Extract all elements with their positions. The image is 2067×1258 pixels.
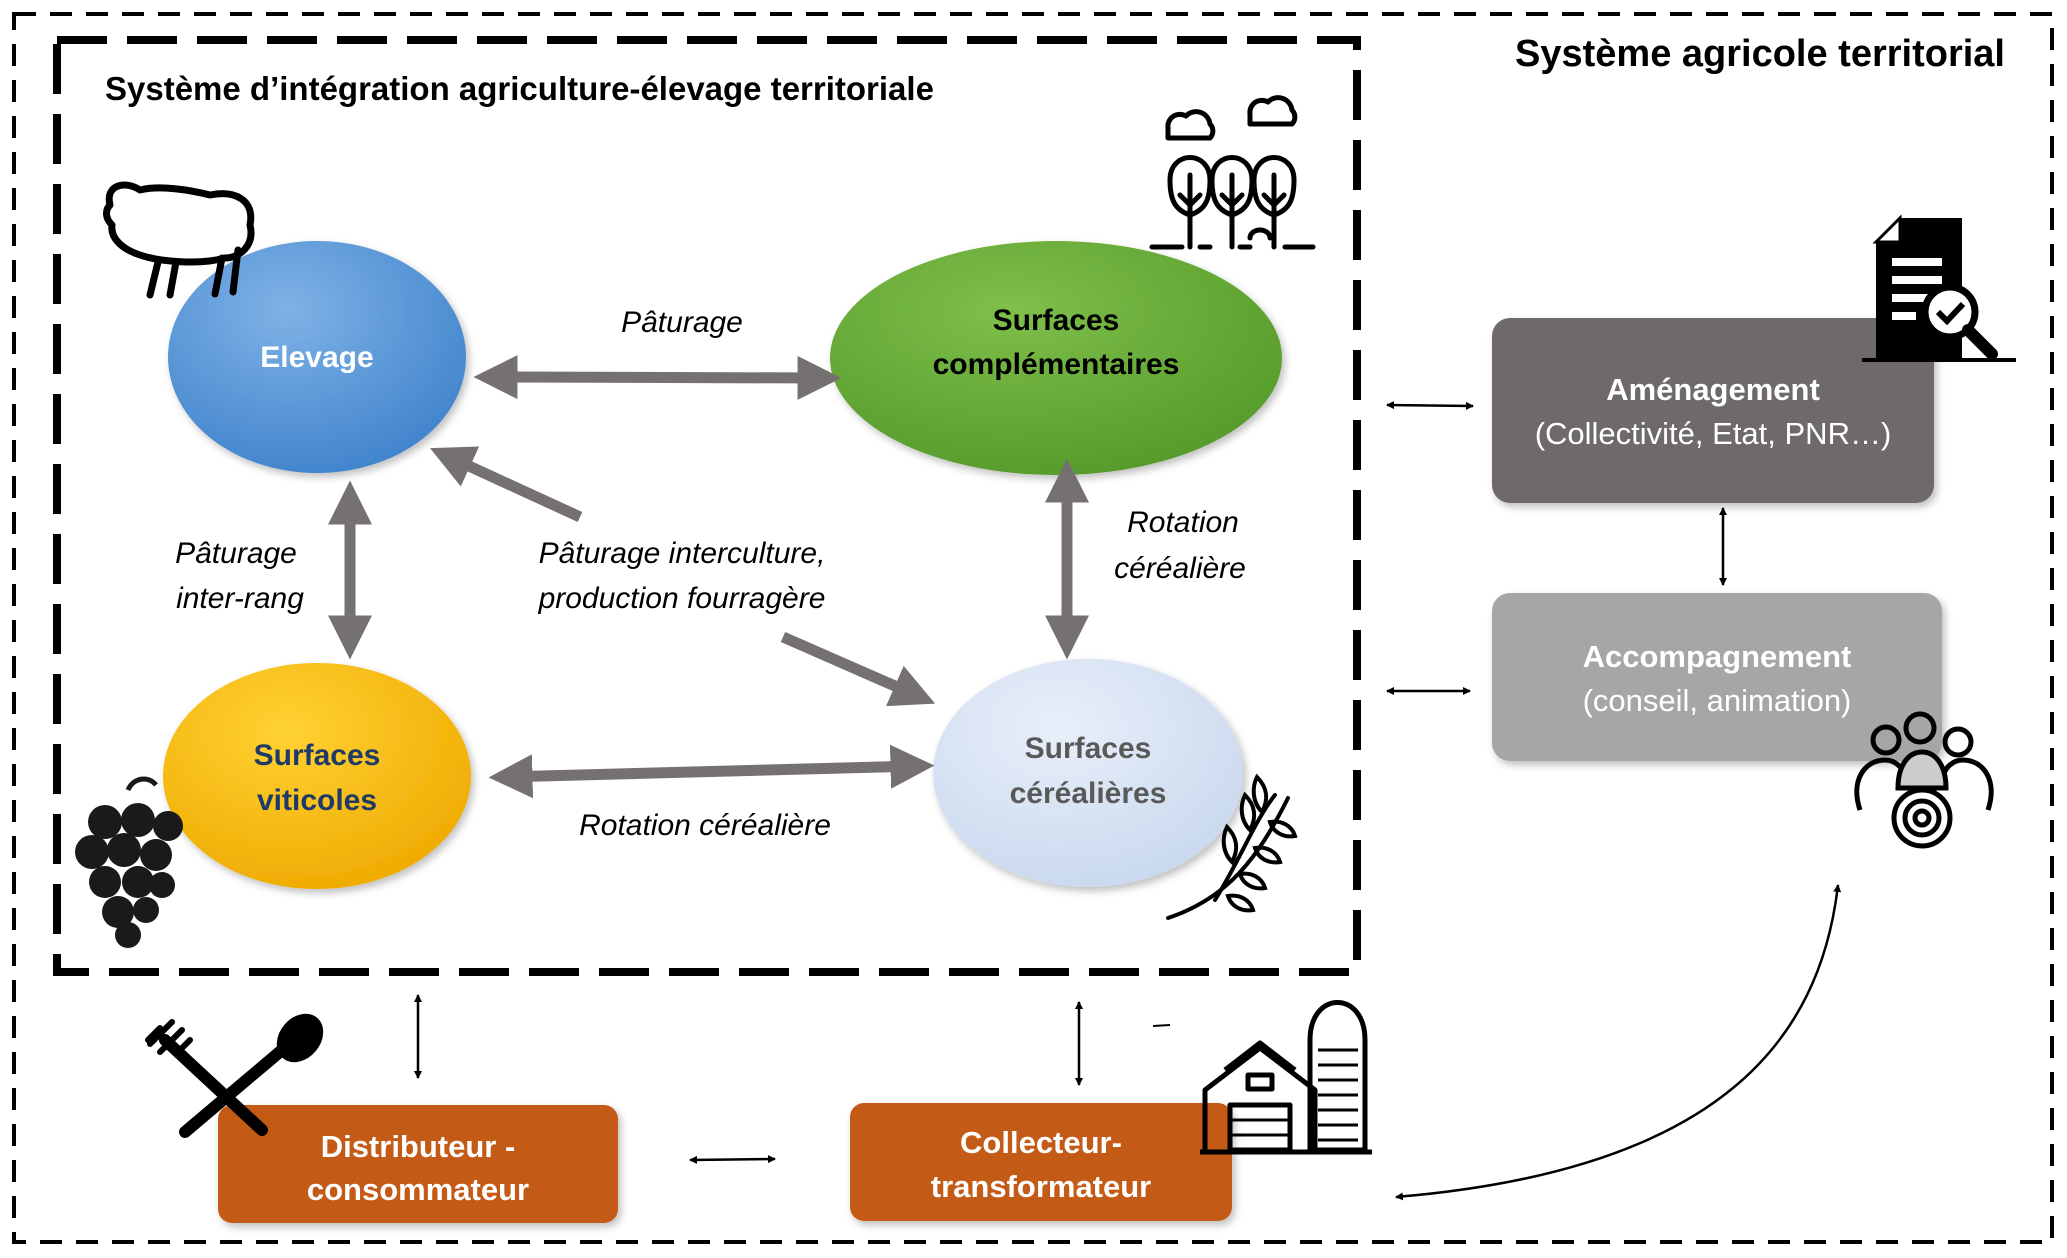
box-collecteur-line-2: transformateur (931, 1169, 1152, 1204)
sheep-icon (103, 181, 255, 299)
arrow-diagonal-lower (780, 631, 936, 707)
box-distributeur-line-1: Distributeur - (321, 1129, 516, 1164)
box-amenagement (1492, 318, 1934, 503)
node-cerealieres-label-2: céréalières (1010, 777, 1167, 810)
trees-icon (1149, 95, 1316, 250)
outer-system-frame (12, 12, 2054, 1244)
node-cerealieres (933, 659, 1243, 887)
edge-label-paturage: Pâturage (621, 306, 743, 339)
node-viticoles (163, 663, 471, 889)
inner-system-frame (53, 36, 1361, 976)
people-group-icon (1854, 711, 1994, 849)
node-viticoles-label-1: Surfaces (254, 739, 381, 772)
arrow-elevage-complementaires (473, 355, 842, 400)
outer-system-title: Système agricole territorial (1515, 33, 2005, 75)
node-complementaires (830, 241, 1282, 475)
edge-label-interrang-1: Pâturage (175, 537, 297, 570)
node-complementaires-label-1: Surfaces (993, 304, 1120, 337)
arrow-diagonal-upper (430, 446, 583, 522)
node-elevage-label: Elevage (260, 341, 373, 374)
grapes-icon (75, 776, 183, 948)
arrow-viticoles-cerealieres (488, 744, 935, 799)
box-amenagement-subtitle: (Collectivité, Etat, PNR…) (1535, 416, 1892, 451)
edge-label-rotation-bottom: Rotation céréalière (579, 809, 831, 842)
small-dash-mark (1152, 1024, 1171, 1027)
box-collecteur-line-1: Collecteur- (960, 1125, 1122, 1160)
node-cerealieres-label-1: Surfaces (1025, 732, 1152, 765)
box-accompagnement (1492, 593, 1942, 761)
box-accompagnement-subtitle: (conseil, animation) (1583, 683, 1852, 718)
barn-silo-icon (1200, 1000, 1372, 1155)
link-inner-amenagement (1386, 401, 1474, 410)
edge-label-rotation-right-2: céréalière (1114, 552, 1246, 585)
edge-label-rotation-right-1: Rotation (1127, 506, 1239, 539)
edge-label-interculture-2: production fourragère (538, 582, 826, 615)
node-elevage (168, 241, 466, 473)
box-accompagnement-title: Accompagnement (1583, 639, 1852, 674)
node-complementaires-label-2: complémentaires (933, 348, 1180, 381)
link-accompagnement-collecteur-curve (1395, 884, 1842, 1201)
box-amenagement-title: Aménagement (1606, 372, 1820, 407)
inner-system-title: Système d’intégration agriculture-élevag… (105, 70, 934, 107)
edge-label-interculture-1: Pâturage interculture, (539, 537, 826, 570)
link-distributeur-collecteur (689, 1155, 776, 1164)
edge-label-interrang-2: inter-rang (176, 582, 304, 615)
document-search-icon (1862, 214, 2016, 362)
node-viticoles-label-2: viticoles (257, 784, 377, 817)
box-distributeur-line-2: consommateur (307, 1172, 529, 1207)
box-collecteur (850, 1103, 1232, 1221)
wheat-icon (1166, 773, 1298, 920)
fork-spoon-icon (145, 1013, 324, 1138)
box-distributeur (218, 1105, 618, 1223)
